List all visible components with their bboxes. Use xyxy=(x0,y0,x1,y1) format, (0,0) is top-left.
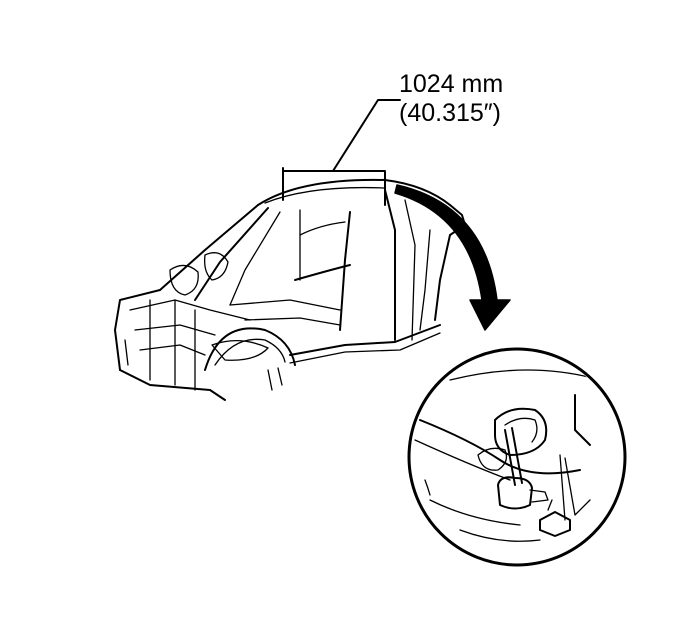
dimension-metric: 1024 mm xyxy=(399,70,504,98)
dimension-imperial: (40.315″) xyxy=(399,99,501,127)
dimension-bracket xyxy=(282,99,401,206)
detail-view-circle xyxy=(407,347,627,567)
curved-arrow-icon xyxy=(394,184,511,331)
car-body-shell xyxy=(114,178,466,401)
dimension-label: 1024 mm (40.315″) xyxy=(399,70,503,128)
